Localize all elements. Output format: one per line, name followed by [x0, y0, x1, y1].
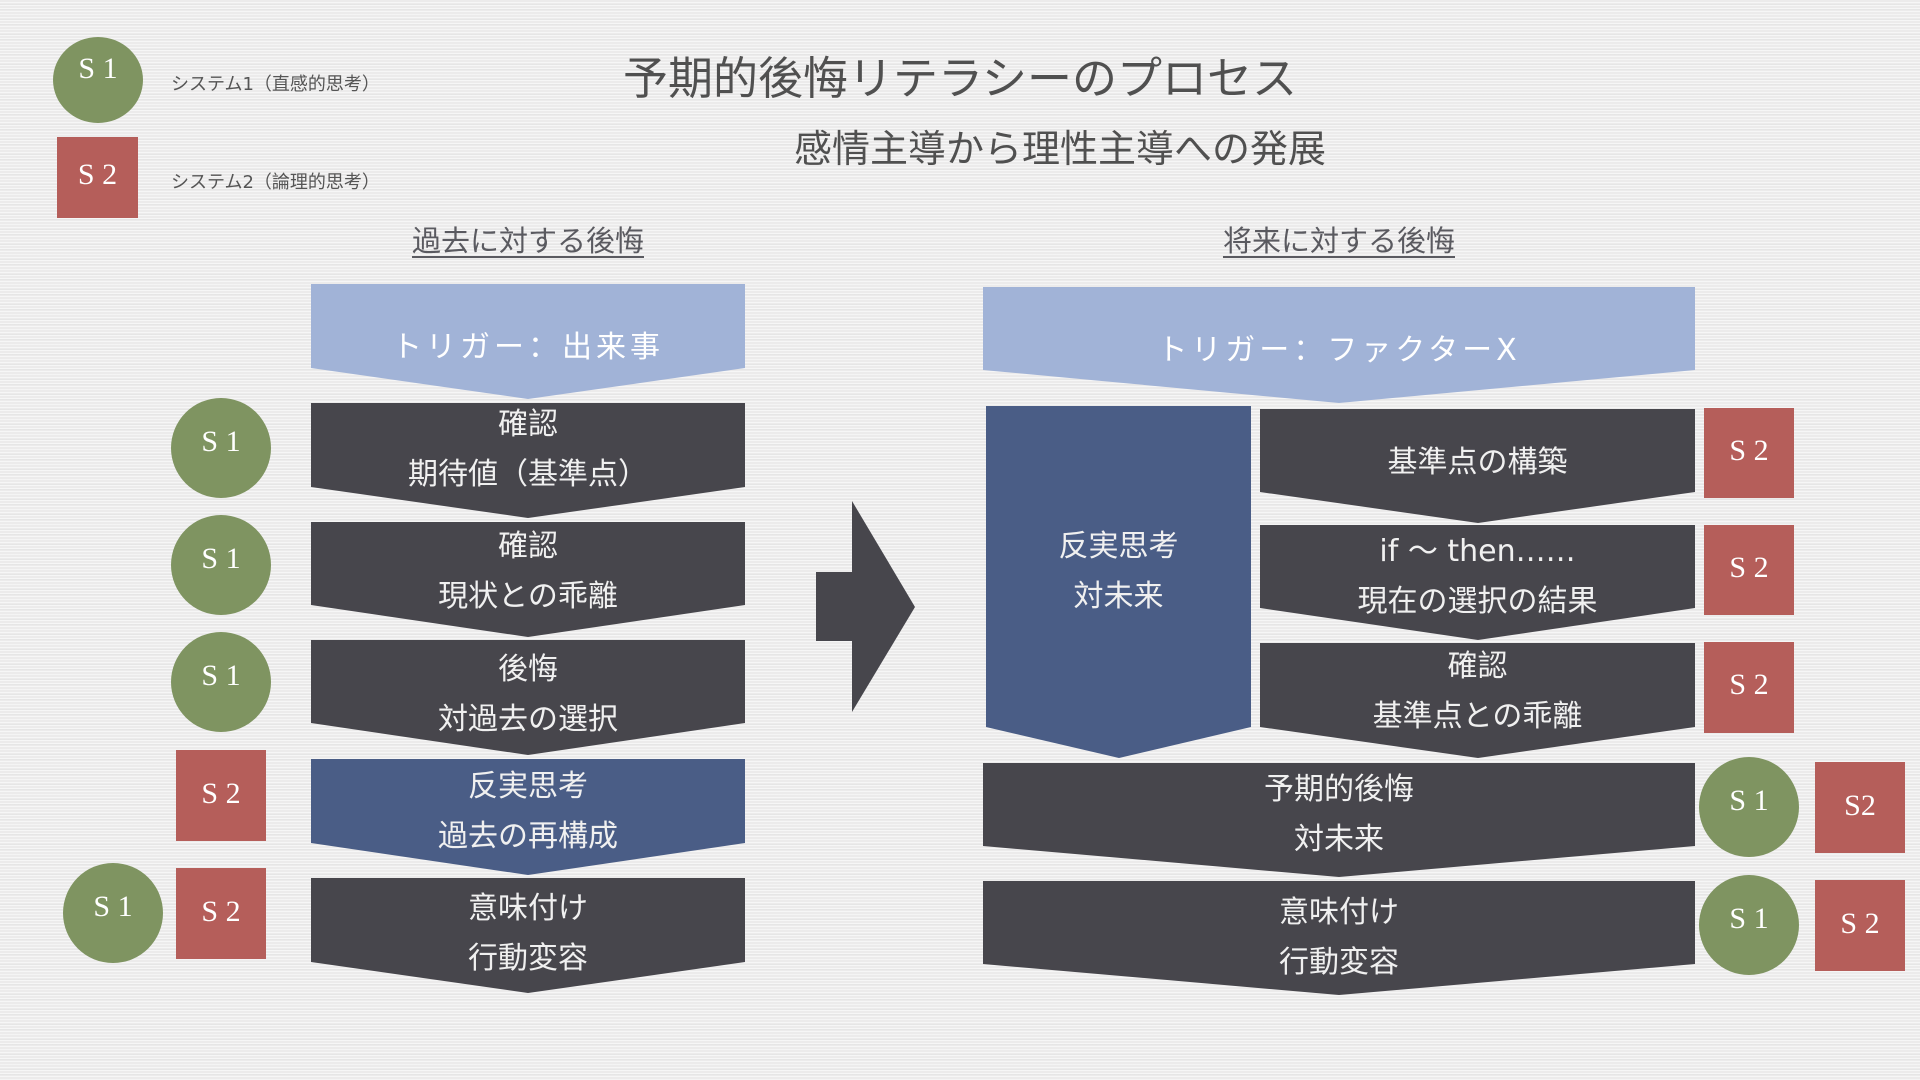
- past-step-3: 後悔 対過去の選択: [311, 645, 745, 745]
- past-step-4-line2: 過去の再構成: [438, 819, 618, 854]
- s2-badge-square: [1815, 762, 1905, 853]
- future-substep-3-line2: 基準点との乖離: [1372, 699, 1583, 734]
- past-step-1-line1: 確認: [498, 407, 558, 442]
- past-step-2-line1: 確認: [498, 529, 558, 564]
- page-subtitle: 感情主導から理性主導への発展: [793, 127, 1326, 171]
- legend-s2-badge-label: S 2: [77, 158, 118, 191]
- past-step-3-chevron: [311, 640, 745, 755]
- future-substep-2-line1: if 〜 then……: [1379, 534, 1576, 569]
- legend-s1-circle: [53, 37, 143, 123]
- past-step-1-line2: 期待値（基準点）: [408, 457, 648, 492]
- s2-badge-square: [1704, 408, 1794, 498]
- future-substep-3: 確認 基準点との乖離: [1260, 642, 1695, 742]
- future-substep-3-line1: 確認: [1447, 649, 1508, 684]
- future-step-2: 意味付け 行動変容: [983, 888, 1695, 988]
- s2-badge-square: [1704, 642, 1794, 733]
- past-step-1-s1-badge: S 1: [201, 425, 241, 458]
- future-substep-3-s2-badge: S 2: [1729, 668, 1769, 701]
- s1-badge-circle: [171, 515, 271, 615]
- future-step-2-chevron: [983, 881, 1695, 995]
- s1-badge-circle: [1699, 875, 1799, 975]
- future-substep-1-s2-badge: S 2: [1729, 434, 1769, 467]
- past-step-4-chevron: [311, 759, 745, 875]
- past-step-5-line2: 行動変容: [468, 941, 588, 976]
- past-step-3-line2: 対過去の選択: [438, 702, 618, 737]
- right-arrow-icon: [816, 501, 915, 712]
- future-substep-1-chevron: [1260, 409, 1695, 523]
- future-trigger-label: トリガー：ファクターX: [1157, 333, 1521, 368]
- future-substep-2-line2: 現在の選択の結果: [1357, 584, 1598, 619]
- past-section-heading: 過去に対する後悔: [411, 224, 644, 258]
- past-trigger-label: トリガー：出来事: [392, 330, 664, 365]
- future-substep-3-chevron: [1260, 643, 1695, 758]
- future-substep-2-s2-badge: S 2: [1729, 551, 1769, 584]
- legend-s1-label: システム1（直感的思考）: [171, 74, 380, 95]
- page-title: 予期的後悔リテラシーのプロセス: [622, 52, 1298, 105]
- future-substep-2-chevron: [1260, 525, 1695, 640]
- future-trigger-chevron: [983, 287, 1695, 403]
- future-counterfactual-line2: 対未来: [1073, 579, 1164, 614]
- future-step-2-s1-badge: S 1: [1729, 902, 1769, 935]
- legend-s1-badge-label: S 1: [78, 52, 118, 85]
- past-step-1: 確認 期待値（基準点）: [311, 400, 745, 500]
- past-step-5-s2-badge: S 2: [201, 895, 241, 928]
- past-step-4-line1: 反実思考: [468, 769, 588, 804]
- future-counterfactual: 反実思考 対未来: [986, 522, 1251, 622]
- s1-badge-circle: [63, 863, 163, 963]
- future-section-heading: 将来に対する後悔: [1222, 224, 1455, 258]
- s1-badge-circle: [171, 398, 271, 498]
- future-step-1-line1: 予期的後悔: [1264, 772, 1414, 807]
- future-counterfactual-line1: 反実思考: [1058, 529, 1179, 564]
- future-step-1-chevron: [983, 763, 1695, 877]
- past-trigger-chevron: [311, 284, 745, 399]
- future-step-2-s2-badge: S 2: [1840, 907, 1880, 940]
- past-step-2-s1-badge: S 1: [201, 542, 241, 575]
- past-step-5-line1: 意味付け: [468, 891, 588, 926]
- past-step-2-chevron: [311, 522, 745, 637]
- future-step-2-line1: 意味付け: [1279, 895, 1399, 930]
- s2-badge-square: [176, 750, 266, 841]
- past-step-5-chevron: [311, 878, 745, 993]
- past-step-4-s2-badge: S 2: [201, 777, 241, 810]
- s2-badge-square: [1815, 880, 1905, 971]
- future-step-1: 予期的後悔 対未来: [983, 765, 1695, 865]
- past-step-1-chevron: [311, 403, 745, 518]
- future-step-1-s1-badge: S 1: [1729, 784, 1769, 817]
- future-substep-2: if 〜 then…… 現在の選択の結果: [1260, 527, 1695, 627]
- future-step-1-line2: 対未来: [1294, 822, 1384, 857]
- past-step-2-line2: 現状との乖離: [438, 579, 618, 614]
- future-substep-1-line1: 基準点の構築: [1387, 445, 1568, 480]
- past-step-5-s1-badge: S 1: [93, 890, 133, 923]
- future-counterfactual-column: [986, 406, 1251, 758]
- past-step-2: 確認 現状との乖離: [311, 522, 745, 622]
- past-step-3-line1: 後悔: [498, 652, 558, 687]
- s2-badge-square: [1704, 525, 1794, 615]
- past-step-3-s1-badge: S 1: [201, 659, 241, 692]
- past-step-4: 反実思考 過去の再構成: [311, 762, 745, 862]
- future-substep-1: 基準点の構築: [1260, 438, 1695, 488]
- future-step-2-line2: 行動変容: [1279, 945, 1399, 980]
- legend-s2-square: [57, 137, 138, 218]
- past-step-5: 意味付け 行動変容: [311, 884, 745, 984]
- s1-badge-circle: [1699, 757, 1799, 857]
- future-step-1-s2-badge: S2: [1844, 789, 1876, 822]
- legend-s2-label: システム2（論理的思考）: [171, 172, 380, 193]
- s2-badge-square: [176, 868, 266, 959]
- s1-badge-circle: [171, 632, 271, 732]
